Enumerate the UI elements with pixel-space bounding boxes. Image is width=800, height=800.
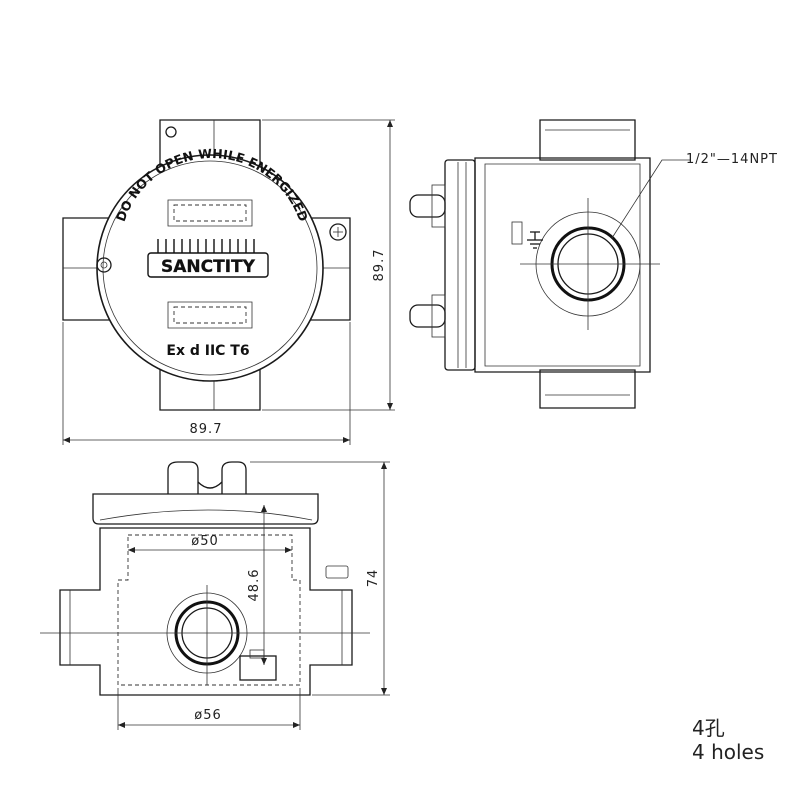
ground-symbol-icon [511, 221, 543, 249]
brand-plate-fins [157, 239, 255, 253]
bottom-cover [92, 493, 319, 525]
holes-note-en: 4 holes [692, 740, 765, 764]
bottom-body [59, 527, 353, 696]
ground-screw-icon [329, 223, 347, 241]
dim-depth: 48.6 [247, 569, 262, 602]
dim-top-width: 89.7 [190, 422, 223, 437]
side-cover [444, 159, 476, 371]
brand-label: SANCTITY [161, 257, 256, 277]
cover-screw-left [96, 257, 112, 273]
holes-note-cn: 4孔 [692, 716, 725, 740]
dim-bottom-height: 74 [366, 569, 381, 588]
side-view: 1/2"—14NPT [409, 119, 778, 409]
dim-inner-dia: ø50 [191, 534, 219, 549]
brand-plate [147, 252, 269, 278]
thread-label: 1/2"—14NPT [686, 152, 778, 167]
bottom-view: ø50 48.6 ø56 74 [40, 461, 390, 730]
dim-top-height: 89.7 [372, 249, 387, 282]
dim-outer-dia: ø56 [194, 708, 222, 723]
certification-label: Ex d IIC T6 [166, 343, 249, 359]
ground-terminal [239, 655, 277, 681]
front-view: SANCTITY DO NOT OPEN WHILE ENERGIZED Ex … [62, 119, 395, 445]
mount-hole [165, 126, 177, 138]
thread-leader [611, 159, 690, 239]
